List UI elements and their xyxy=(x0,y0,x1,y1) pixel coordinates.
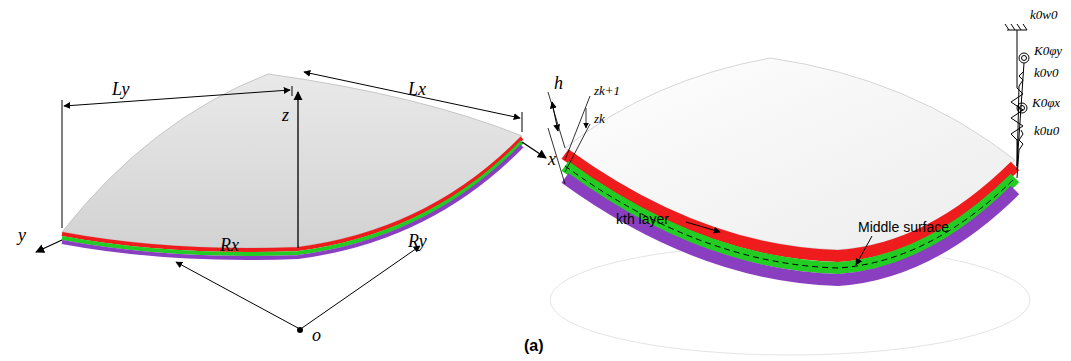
surface-label: Middle surface xyxy=(858,220,949,234)
spring-label: k0v0 xyxy=(1034,66,1059,79)
caption: (a) xyxy=(524,338,544,354)
radius-label: Rx xyxy=(220,236,239,254)
spring-label: K0φy xyxy=(1034,44,1062,57)
spring-label: k0w0 xyxy=(1030,8,1057,21)
dimension-label: Lx xyxy=(408,80,426,98)
thickness-label: h xyxy=(554,74,563,92)
axis-label: x xyxy=(548,150,556,168)
axis-label: z xyxy=(282,106,289,124)
axis-label: y xyxy=(18,226,26,244)
dimension-label: Ly xyxy=(112,80,129,98)
origin-label: o xyxy=(312,326,321,344)
left-panel xyxy=(36,72,546,333)
right-panel xyxy=(548,24,1030,355)
coordinate-label: zk+1 xyxy=(594,84,620,97)
radius-label: Ry xyxy=(408,232,427,250)
coordinate-label: zk xyxy=(594,112,605,125)
spring-label: k0u0 xyxy=(1034,124,1059,137)
layer-label: kth layer xyxy=(616,212,669,226)
spring-label: K0φx xyxy=(1032,96,1060,109)
